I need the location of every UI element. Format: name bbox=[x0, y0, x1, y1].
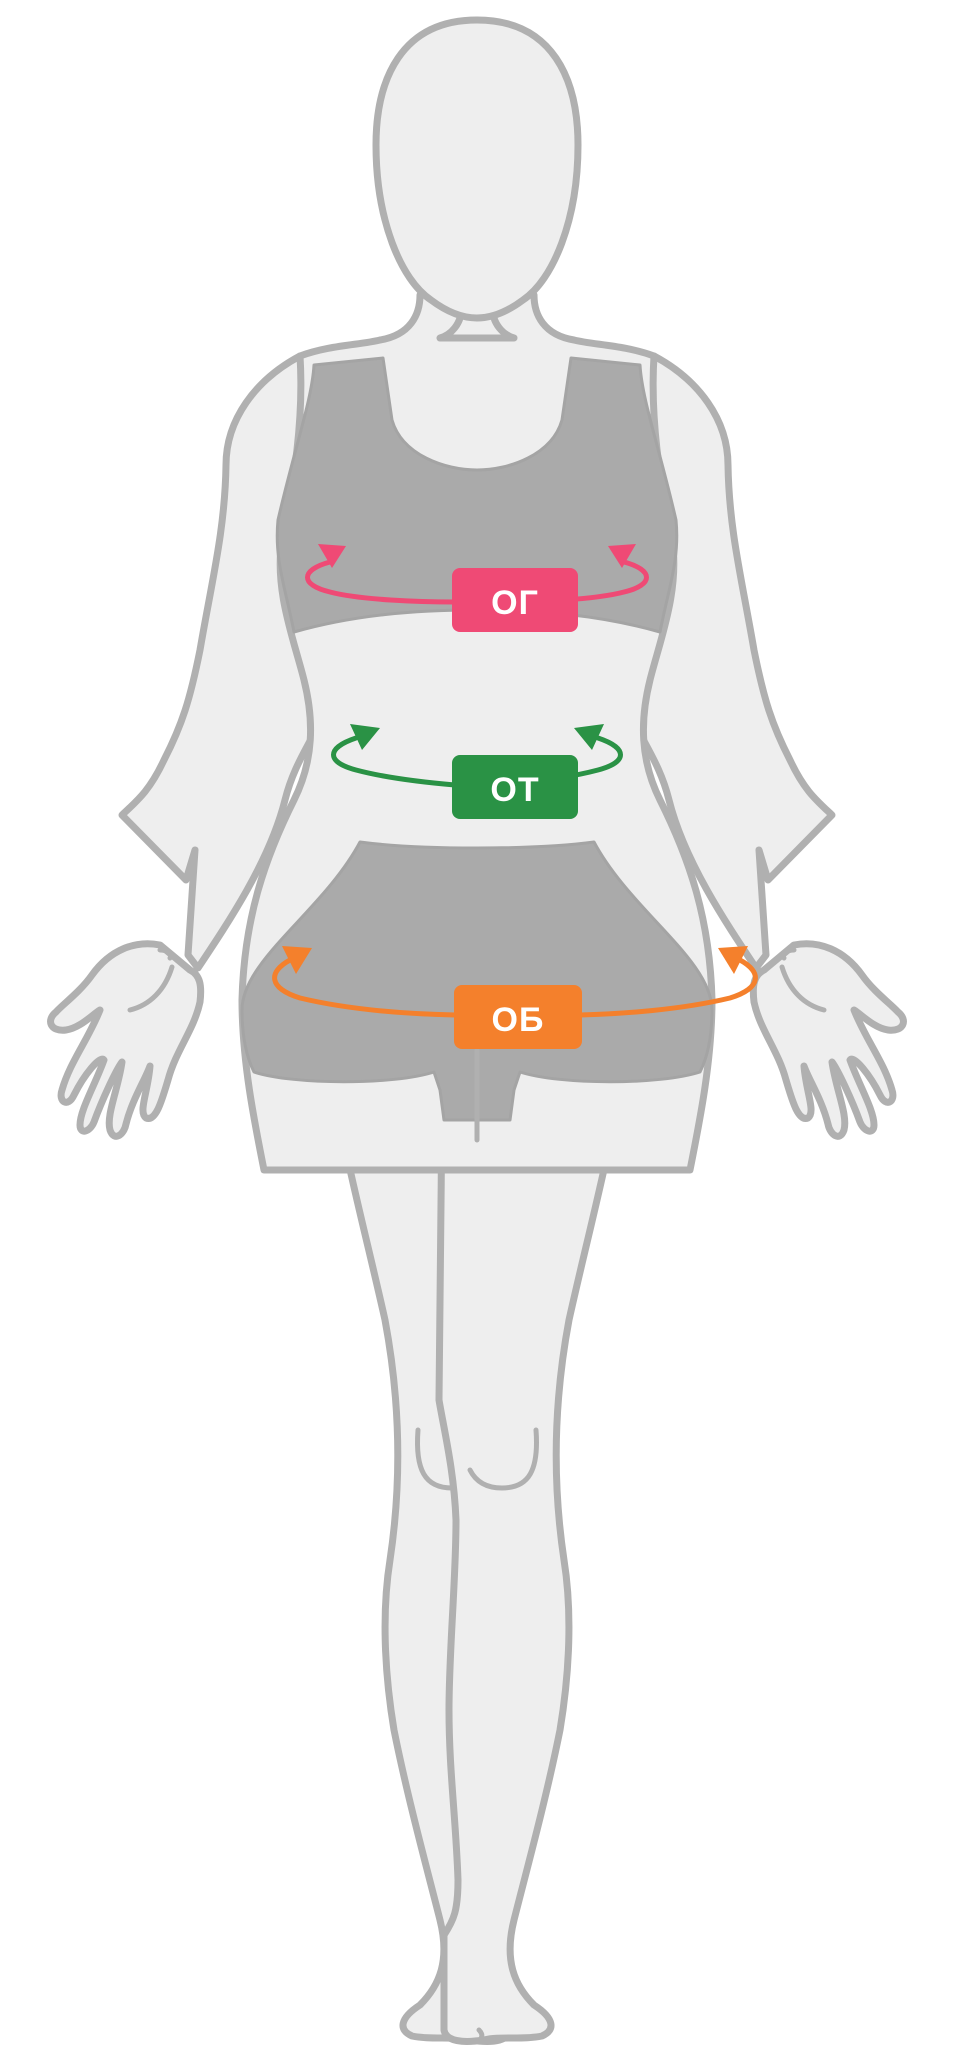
bust-label: ОГ bbox=[491, 584, 539, 622]
head bbox=[376, 20, 578, 318]
waist-label: ОТ bbox=[490, 771, 539, 809]
hip-label: ОБ bbox=[492, 1001, 545, 1039]
right-leg bbox=[439, 1060, 624, 2042]
